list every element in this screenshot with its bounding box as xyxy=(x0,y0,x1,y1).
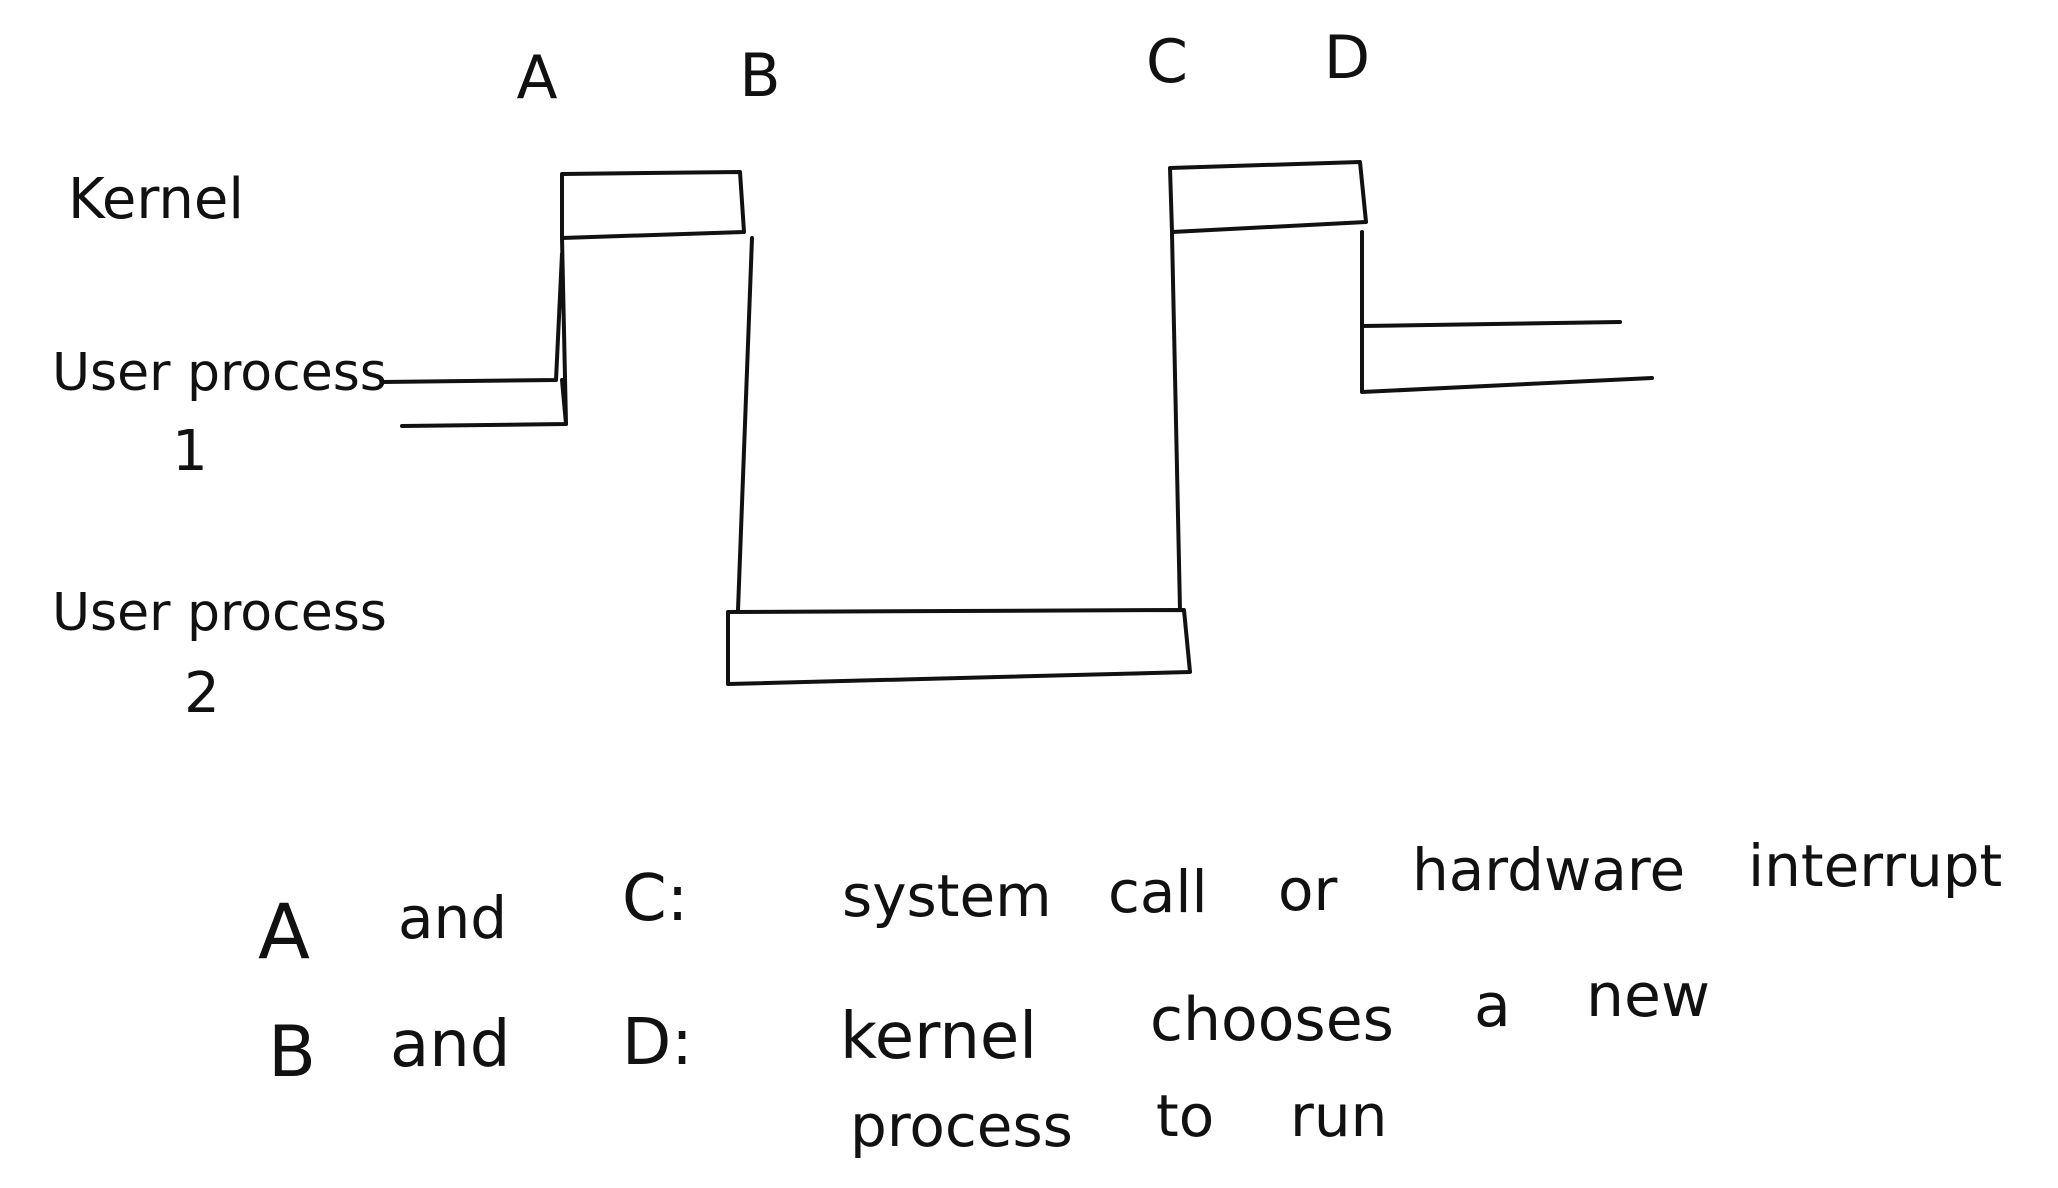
legend-line1-letter2: C: xyxy=(622,862,688,936)
legend-line3-word3: run xyxy=(1290,1082,1387,1150)
transition-c xyxy=(1170,232,1182,612)
legend-line1-word4: hardware xyxy=(1412,836,1685,904)
legend-line1-word2: call xyxy=(1108,858,1208,926)
timeline-lines xyxy=(380,160,1654,686)
legend-line1-letter1: A xyxy=(258,887,310,976)
legend-line1-word5: interrupt xyxy=(1748,832,2002,900)
user-process-2-box xyxy=(726,608,1192,686)
legend-line2-word1: kernel xyxy=(840,1000,1037,1074)
marker-a: A xyxy=(516,43,557,113)
transition-b xyxy=(560,236,754,612)
user-process-2-label: User process xyxy=(52,583,387,643)
row-labels: Kernel User process 1 User process 2 xyxy=(52,167,387,726)
user-process-1-bar-start xyxy=(380,252,568,428)
time-markers: A B C D xyxy=(516,23,1370,113)
legend-line2-word2: chooses xyxy=(1150,985,1394,1055)
marker-b: B xyxy=(739,41,780,111)
legend-line2-letter2: D: xyxy=(622,1006,693,1080)
user-process-1-label: User process xyxy=(52,343,387,403)
legend-line2-word3: a xyxy=(1474,971,1511,1041)
legend-line2-letter1: B xyxy=(268,1011,316,1093)
legend-line1-word3: or xyxy=(1278,856,1337,924)
transition-d xyxy=(1360,230,1654,394)
user-process-1-number: 1 xyxy=(172,419,208,484)
marker-d: D xyxy=(1324,23,1370,93)
legend-line2-word4: new xyxy=(1586,961,1710,1031)
legend-line1-conj: and xyxy=(398,884,507,952)
kernel-box-a-b xyxy=(560,170,746,240)
kernel-box-c-d xyxy=(1168,160,1368,234)
legend: A and C: system call or hardware interru… xyxy=(258,832,2002,1160)
legend-line2-conj: and xyxy=(390,1008,510,1082)
legend-line1-word1: system xyxy=(842,862,1052,930)
user-process-2-number: 2 xyxy=(184,661,220,726)
legend-line3-word2: to xyxy=(1156,1082,1214,1150)
legend-line3-word1: process xyxy=(850,1092,1073,1160)
kernel-label: Kernel xyxy=(68,167,244,232)
marker-c: C xyxy=(1146,27,1188,97)
